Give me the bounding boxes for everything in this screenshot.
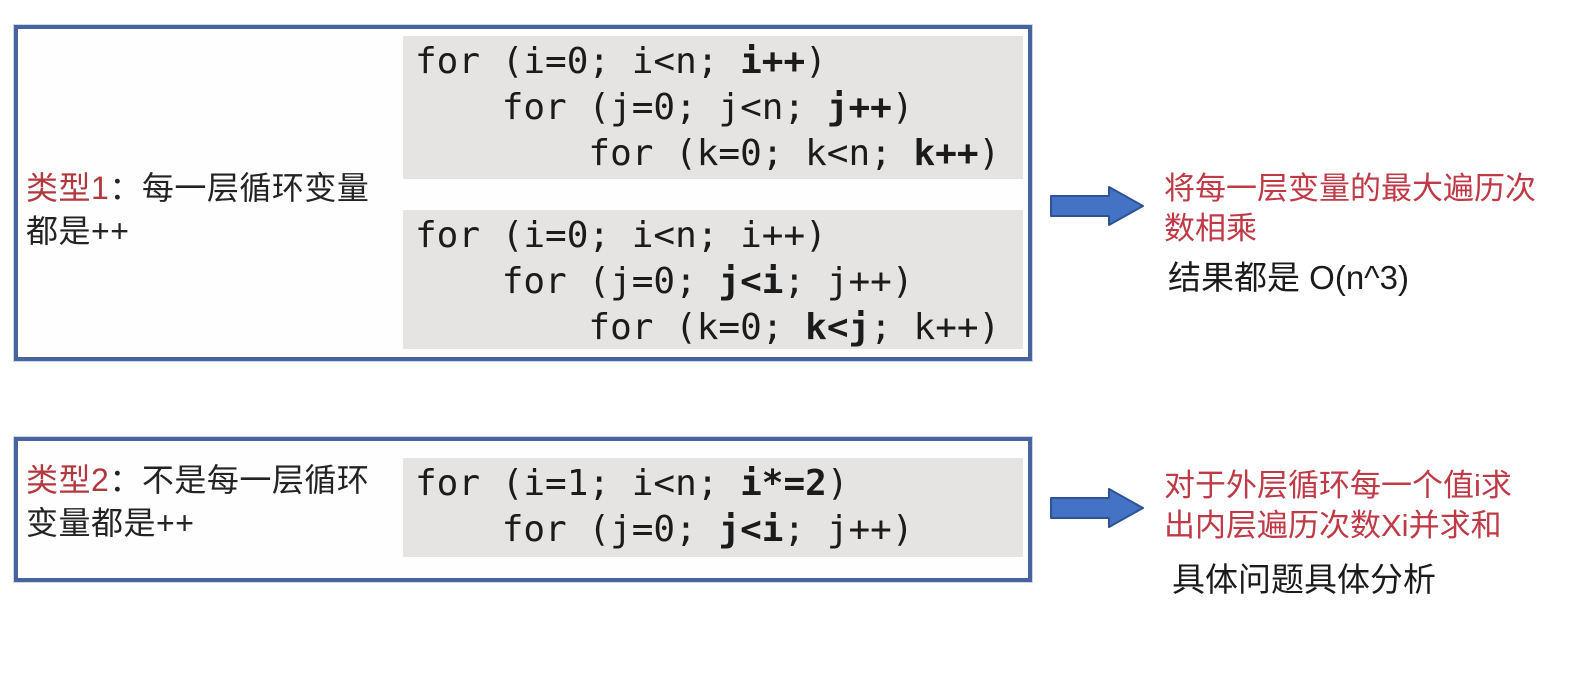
code-block-3: for (i=1; i<n; i*=2) for (j=0; j<i; j++) [403, 458, 1023, 557]
type1-label: 类型1：每一层循环变量 都是++ [26, 167, 369, 253]
type2-annotation-red-line2: 出内层遍历次数Xi并求和 [1164, 508, 1502, 543]
type2-label-line1: 类型2：不是每一层循环 [26, 459, 369, 502]
type1-annotation-red-line2: 数相乘 [1164, 211, 1257, 246]
type2-annotation-red: 对于外层循环每一个值i求 出内层遍历次数Xi并求和 [1164, 466, 1512, 546]
code-block-1: for (i=0; i<n; i++) for (j=0; j<n; j++) … [403, 36, 1023, 179]
type2-label-line2: 变量都是++ [26, 505, 195, 541]
code-block-2: for (i=0; i<n; i++) for (j=0; j<i; j++) … [403, 210, 1023, 349]
type2-label-colon: ： [109, 462, 142, 498]
type1-annotation-red: 将每一层变量的最大遍历次 数相乘 [1164, 169, 1536, 249]
type1-label-prefix: 类型1 [26, 170, 110, 206]
type2-label: 类型2：不是每一层循环 变量都是++ [26, 459, 369, 545]
type2-label-prefix: 类型2 [26, 462, 110, 498]
type1-annotation-result: 结果都是 O(n^3) [1168, 259, 1410, 296]
type2-annotation-result: 具体问题具体分析 [1172, 561, 1436, 598]
type1-label-line1: 类型1：每一层循环变量 [26, 167, 369, 210]
type1-label-colon: ： [109, 170, 142, 206]
type1-label-text: 每一层循环变量 [141, 170, 370, 206]
type2-label-text: 不是每一层循环 [141, 462, 370, 498]
arrow-right-icon [1050, 186, 1144, 226]
type2-annotation-red-line1: 对于外层循环每一个值i求 [1164, 468, 1512, 503]
type1-label-line2: 都是++ [26, 213, 130, 249]
type1-annotation-red-line1: 将每一层变量的最大遍历次 [1164, 171, 1536, 206]
arrow-right-icon [1050, 488, 1144, 528]
